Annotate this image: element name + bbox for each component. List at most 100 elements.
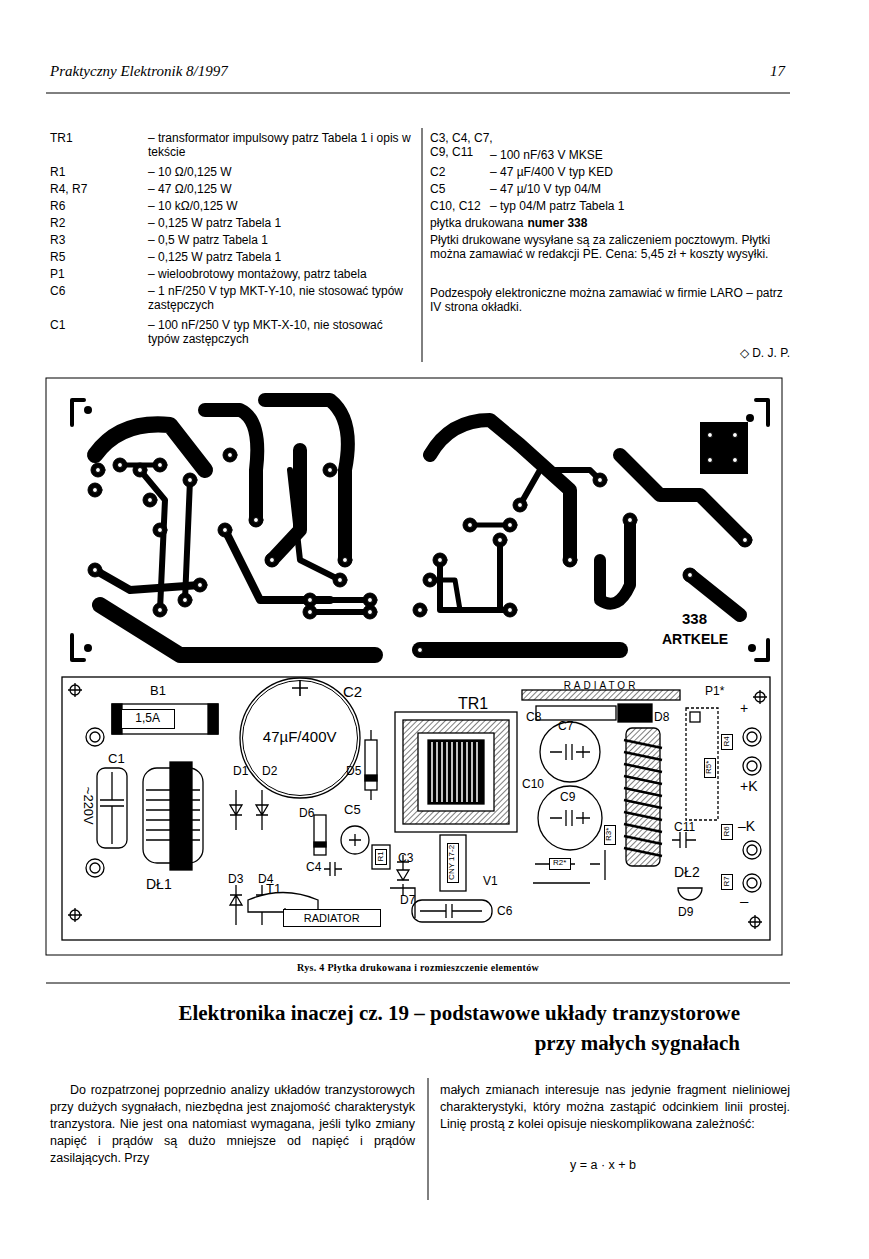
component-label: C11 [674,820,695,834]
component-layout-part [208,704,218,734]
order-note: Płytki drukowane wysyłane są za zaliczen… [430,233,790,262]
pcb-artwork-part [153,458,167,472]
part-ref: R2 [50,216,65,230]
resistor-box: R1 [375,849,388,865]
component-label: DŁ1 [146,876,172,893]
component-layout-part [90,732,100,742]
part-spec: – 0,5 W patrz Tabela 1 [148,233,268,247]
node-text: CNY 17-2 [448,845,457,880]
part-ref: C5 [430,182,445,196]
component-layout-part [230,885,242,925]
part-spec: – 1 nF/250 V typ MKT-Y-10, nie stosować … [148,284,416,313]
page-rules-part [46,378,782,955]
component-layout-part [365,775,377,781]
component-layout-part [112,704,218,734]
figure-caption: Rys. 4 Płytka drukowana i rozmieszczenie… [297,962,539,974]
component-layout-part [240,678,360,798]
component-layout-part [370,730,371,800]
body-paragraph: Do rozpatrzonej poprzednio analizy układ… [50,1082,415,1167]
pcb-artwork-part [95,570,200,590]
node-text: R1 [376,852,385,862]
component-layout-part [690,712,700,722]
pcb-artwork-part [84,644,92,652]
pcb-artwork-part [728,453,742,467]
pcb-artwork-part [323,463,337,477]
pcb-artwork-part [303,605,317,619]
component-label: D5 [346,764,361,778]
pcb-artwork-part [338,553,352,567]
pcb-artwork-part [205,410,257,520]
part-ref: R4, R7 [50,182,87,196]
pcb-artwork-part [88,483,102,497]
mains-label: ~220V [80,787,96,825]
component-layout-part [747,845,757,855]
pcb-artwork-part [113,458,127,472]
component-layout-part [440,835,466,891]
pcb-artwork-part [423,573,437,587]
component-layout-part [522,690,680,700]
component-layout-part [68,683,82,697]
pcb-artwork-part [183,473,197,487]
part-ref: R3 [50,233,65,247]
component-label: D9 [678,905,693,919]
component-layout-part [432,742,477,802]
node-text: RADIATOR [304,912,360,924]
component-label: D2 [262,764,277,778]
component-label: TR1 [458,694,488,713]
part-ref: C10, C12 [430,199,481,213]
pcb-artwork-part [153,603,167,617]
component-layout-part [743,874,761,892]
pcb-artwork-part [430,420,570,560]
pcb-artwork-part [700,422,748,474]
pcb-artwork-part [420,642,620,658]
terminal-label: + [740,700,748,717]
component-layout-part [747,761,757,771]
component-layout-part [314,815,326,855]
pcb-artwork-part [503,603,517,617]
pcb-artwork-part [738,533,752,547]
component-layout-part [538,786,602,850]
resistor-box: R4 [721,734,734,750]
part-spec: – transformator impulsowy patrz Tabela 1… [148,131,416,160]
pcb-artwork-part [88,563,102,577]
component-label: C5 [344,802,361,818]
node-text: R3* [605,828,614,841]
component-layout-part [747,878,757,888]
component-label: B1 [150,683,166,699]
pcb-artwork-part [756,400,768,425]
component-label: T1 [266,881,281,897]
board-note: płytka drukowana [430,216,523,230]
pcb-artwork-part [223,448,237,462]
node-text: 1,5A [135,712,160,725]
component-layout-part [86,728,104,746]
terminal-label: +K [740,778,758,795]
part-ref: C6 [50,284,65,298]
optocoupler-box: CNY 17-2 [447,843,460,884]
part-spec: – typ 04/M patrz Tabela 1 [490,199,625,213]
component-layout-part [100,772,124,844]
component-label: C7 [558,719,573,733]
component-label: C1 [108,751,125,767]
component-layout-part [428,740,484,804]
component-layout-part [62,677,770,940]
pcb-artwork-part [503,518,517,532]
pcb-artwork-part [413,603,427,617]
page-rules-part [422,128,423,362]
author-signature: ◇ D. J. P. [740,346,790,360]
component-layout-part [418,733,494,811]
component-layout-part [292,680,308,696]
pcb-artwork-part [91,463,105,477]
component-label: C9 [560,790,575,804]
pcb-artwork-part [193,578,207,592]
page-rules [46,93,790,1200]
resistor-box: R2* [549,858,570,871]
component-layout-part [341,826,369,854]
component-layout-part [624,740,662,856]
component-layout-part [314,842,326,847]
pcb-artwork-part [143,493,157,507]
article-title: Elektronika inaczej cz. 19 – podstawowe … [149,998,740,1058]
part-ref: TR1 [50,131,73,145]
component-label: C8 [526,710,541,724]
pcb-artwork-part [746,414,754,422]
